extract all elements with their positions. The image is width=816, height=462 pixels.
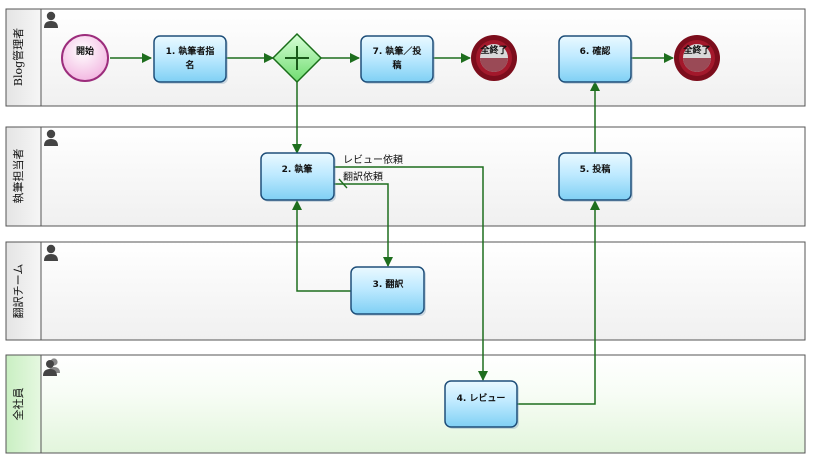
lane-label: 翻訳チーム	[11, 264, 25, 319]
lane-group-icon	[43, 358, 60, 376]
lane-label: 執筆担当者	[11, 149, 25, 204]
task-label: 3. 翻訳	[373, 278, 405, 290]
task-7-write-post[interactable]: 7. 執筆／投 稿	[360, 35, 435, 84]
task-5-post[interactable]: 5. 投稿	[558, 152, 633, 202]
task-label-line2: 名	[185, 59, 194, 71]
task-label: 2. 執筆	[282, 163, 313, 175]
task-label-line2: 稿	[391, 59, 401, 71]
task-6-confirm[interactable]: 6. 確認	[558, 35, 633, 84]
flows	[110, 53, 674, 405]
end-event-label: 全終了	[479, 44, 507, 56]
task-4-review[interactable]: 4. レビュー	[444, 380, 519, 429]
default-flow-tick	[338, 178, 348, 189]
task-label: 6. 確認	[580, 45, 611, 57]
start-event-label: 開始	[76, 45, 94, 57]
plus-icon	[285, 46, 309, 70]
end-event-1[interactable]: 全終了	[471, 35, 517, 81]
task-3-translate[interactable]: 3. 翻訳	[350, 266, 426, 316]
lane-label: 全社員	[11, 388, 25, 421]
flow-task2-to-task4[interactable]	[334, 166, 488, 381]
task-label: 1. 執筆者指	[166, 45, 215, 57]
task-2-write[interactable]: 2. 執筆	[260, 152, 336, 202]
lane-person-icon	[44, 11, 58, 28]
flow-task4-to-task5[interactable]	[517, 200, 600, 405]
parallel-gateway[interactable]	[271, 32, 323, 84]
task-label: 4. レビュー	[457, 392, 506, 404]
end-event-2[interactable]: 全終了	[674, 35, 720, 81]
lane-writer: 執筆担当者	[5, 126, 806, 227]
task-1-assign-writer[interactable]: 1. 執筆者指 名	[153, 35, 228, 84]
lane-person-icon	[44, 129, 58, 146]
lane-all-employees: 全社員	[5, 354, 806, 454]
flow-task2-to-task3[interactable]	[334, 183, 393, 267]
end-event-label: 全終了	[682, 44, 710, 56]
task-label: 5. 投稿	[580, 163, 611, 175]
flow-label-review-request: レビュー依頼	[343, 153, 403, 166]
task-label: 7. 執筆／投	[373, 45, 422, 57]
start-event[interactable]: 開始	[61, 34, 109, 82]
lane-person-icon	[44, 244, 58, 261]
lane-label: Blog管理者	[11, 28, 25, 86]
flow-label-translate-request: 翻訳依頼	[343, 170, 383, 183]
flow-task3-to-task2[interactable]	[292, 200, 351, 292]
